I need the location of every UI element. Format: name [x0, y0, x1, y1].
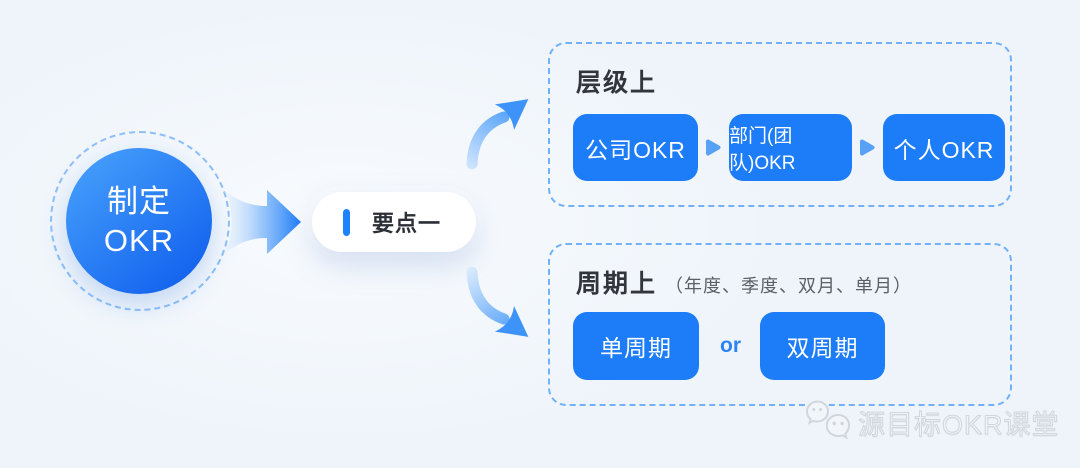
branch-cycle-subtitle: （年度、季度、双月、单月）	[665, 276, 913, 296]
curved-arrow-down-icon	[458, 258, 558, 353]
accent-bar-icon	[343, 208, 350, 236]
root-node-label-line1: 制定	[107, 184, 171, 219]
watermark-text: 源目标OKR课堂	[858, 409, 1060, 440]
branch-cycle-title-row: 周期上 （年度、季度、双月、单月）	[576, 264, 912, 300]
wechat-icon	[804, 398, 854, 447]
curved-arrow-up-icon	[458, 96, 558, 191]
root-dashed-ring	[50, 131, 230, 311]
branch-hierarchy-nodes: 公司OKR 部门(团队)OKR 个人OKR	[573, 114, 1005, 181]
triangle-arrow-icon	[859, 138, 876, 157]
node-single-cycle: 单周期	[573, 312, 699, 380]
node-personal-okr: 个人OKR	[883, 114, 1005, 181]
watermark: 源目标OKR课堂	[804, 399, 1060, 445]
root-node-label-line2: OKR	[103, 223, 175, 258]
branch-cycle-title: 周期上	[576, 270, 658, 298]
branch-hierarchy-title-row: 层级上	[576, 63, 657, 99]
point-pill-label: 要点一	[372, 211, 442, 236]
node-double-cycle: 双周期	[760, 312, 885, 380]
point-pill: 要点一	[312, 192, 476, 252]
node-department-okr: 部门(团队)OKR	[729, 114, 852, 181]
or-connector-label: or	[720, 334, 741, 357]
triangle-arrow-icon	[705, 138, 722, 157]
branch-hierarchy-title: 层级上	[576, 69, 658, 97]
branch-cycle-box: 周期上 （年度、季度、双月、单月） 单周期 or 双周期	[548, 243, 1012, 406]
root-node: 制定 OKR	[66, 148, 212, 294]
branch-hierarchy-box: 层级上 公司OKR 部门(团队)OKR 个人OKR	[548, 42, 1012, 207]
node-company-okr: 公司OKR	[573, 114, 698, 181]
flow-arrow-icon	[219, 180, 303, 269]
branch-cycle-nodes: 单周期 or 双周期	[573, 312, 885, 380]
